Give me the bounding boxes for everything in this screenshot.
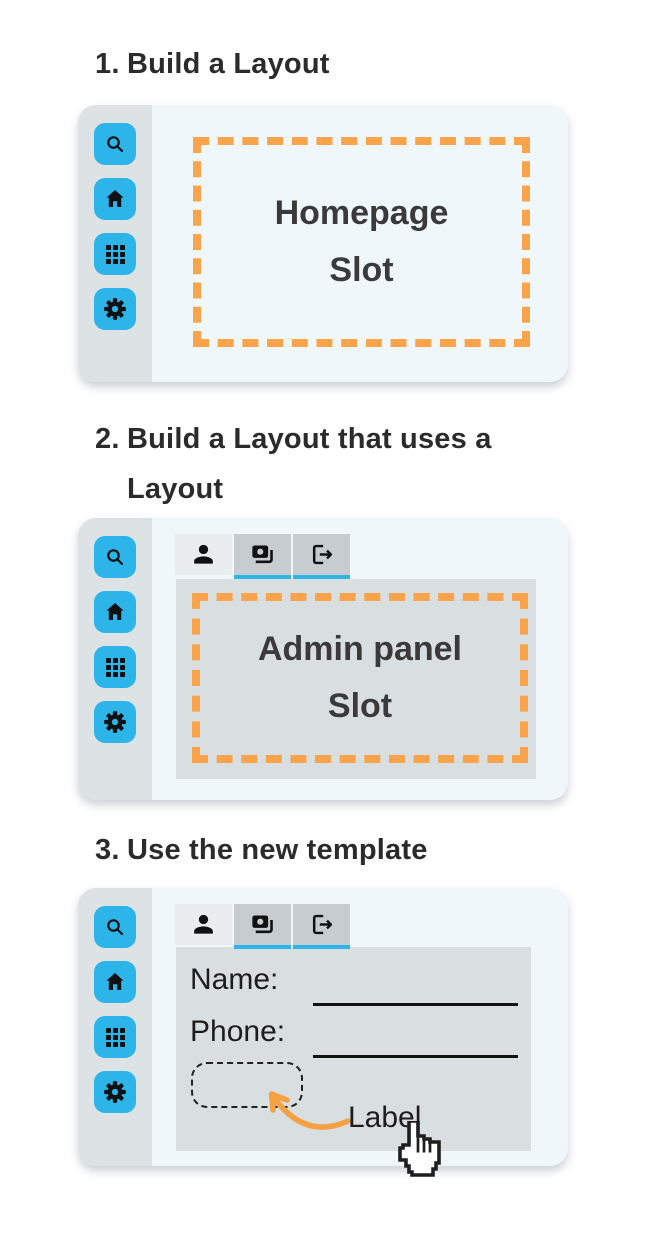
step-title: Build a Layout (127, 48, 330, 80)
mock-window-3: Name: Phone: Label (78, 888, 568, 1177)
mock-tabbar (175, 904, 350, 949)
apps-button[interactable] (94, 1016, 136, 1058)
step-title: Use the new template (127, 834, 428, 866)
mock-tabbar (175, 534, 350, 579)
apps-button[interactable] (94, 233, 136, 275)
tab-profile[interactable] (175, 534, 232, 575)
photo-stack-icon (252, 545, 273, 564)
search-button[interactable] (94, 123, 136, 165)
tab-logout[interactable] (293, 904, 350, 949)
settings-button[interactable] (94, 701, 136, 743)
step-title-line: Build a Layout that uses a (127, 423, 492, 455)
slot-label-line: Slot (329, 251, 394, 289)
tab-gallery[interactable] (234, 534, 291, 579)
settings-gear-icon (104, 1081, 126, 1103)
settings-gear-icon (104, 711, 126, 733)
name-input-line[interactable] (313, 1003, 518, 1006)
mock-form-area: Name: Phone: Label (176, 947, 531, 1177)
name-field-label: Name: (190, 963, 279, 996)
mock-sidebar (78, 888, 152, 1166)
mock-sidebar (78, 105, 152, 382)
label-placeholder-slot[interactable] (191, 1062, 303, 1108)
admin-panel-slot: Admin panel Slot (192, 593, 528, 763)
tab-gallery[interactable] (234, 904, 291, 949)
home-icon (106, 973, 124, 990)
home-button[interactable] (94, 961, 136, 1003)
settings-button[interactable] (94, 288, 136, 330)
search-icon (107, 549, 124, 566)
search-button[interactable] (94, 906, 136, 948)
mock-window-1: Homepage Slot (78, 105, 568, 382)
mock-content-area (176, 579, 536, 779)
slot-label-line: Admin panel (257, 630, 463, 668)
search-icon (107, 136, 124, 153)
person-icon (194, 544, 213, 564)
search-button[interactable] (94, 536, 136, 578)
apps-grid-icon (105, 244, 125, 264)
settings-button[interactable] (94, 1071, 136, 1113)
person-icon (194, 914, 213, 934)
step-number: 1. (95, 48, 120, 80)
settings-gear-icon (104, 298, 126, 320)
logout-icon (312, 544, 333, 565)
logout-icon (312, 914, 333, 935)
homepage-slot: Homepage Slot (193, 137, 530, 347)
home-icon (106, 190, 124, 207)
slot-label-line: Homepage (274, 194, 449, 232)
home-icon (106, 603, 124, 620)
mock-sidebar (78, 518, 152, 800)
hand-cursor-icon (398, 1121, 441, 1177)
home-button[interactable] (94, 178, 136, 220)
search-icon (107, 919, 124, 936)
step-number: 2. (95, 423, 120, 455)
apps-grid-icon (105, 1027, 125, 1047)
phone-input-line[interactable] (313, 1055, 518, 1058)
tab-profile[interactable] (175, 904, 232, 945)
step-title-line: Layout (127, 473, 224, 505)
tab-logout[interactable] (293, 534, 350, 579)
step-2-heading: 2. Build a Layout that uses a Layout (95, 414, 492, 514)
photo-stack-icon (252, 915, 273, 934)
apps-button[interactable] (94, 646, 136, 688)
home-button[interactable] (94, 591, 136, 633)
step-3-heading: 3. Use the new template (95, 834, 428, 867)
step-number: 3. (95, 834, 120, 866)
step-1-heading: 1. Build a Layout (95, 48, 330, 81)
annotation-arrow (268, 1091, 351, 1130)
mock-window-2: Admin panel Slot (78, 518, 568, 800)
slot-label-line: Slot (327, 687, 393, 725)
apps-grid-icon (105, 657, 125, 677)
phone-field-label: Phone: (190, 1015, 286, 1048)
